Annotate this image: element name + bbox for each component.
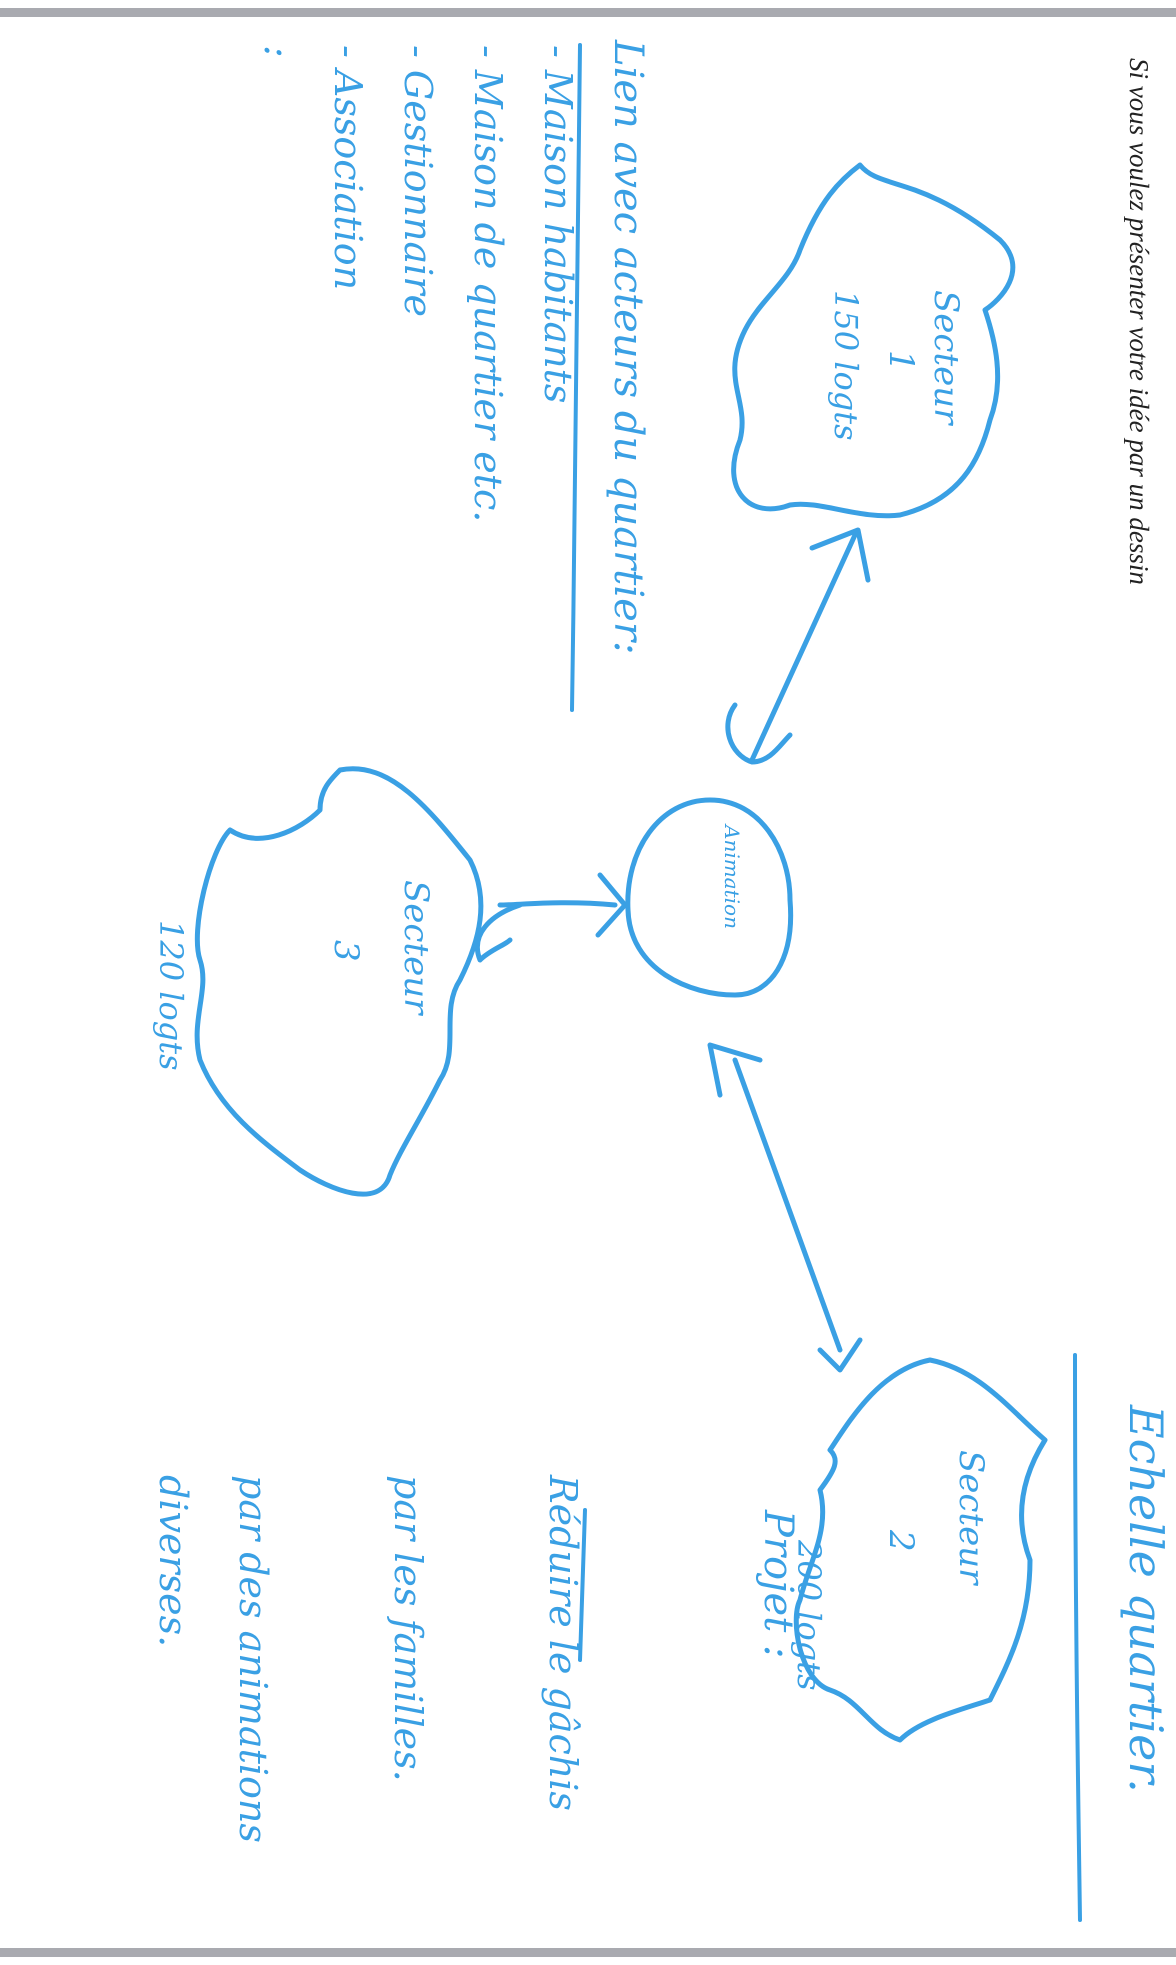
right-note-line: par les familles.	[386, 1475, 430, 1782]
right-notes: Echelle quartier. Projet : Réduire le gâ…	[151, 1353, 1173, 1922]
secteur-2-cloud	[793, 1357, 1048, 1743]
arrow-animation-secteur1	[749, 532, 858, 763]
left-note-item: - Maison de quartier etc.	[466, 45, 510, 522]
secteur-3-number: 3	[326, 940, 366, 962]
left-notes-underline	[570, 43, 582, 712]
animation-label: Animation	[720, 823, 744, 929]
secteur-2-number: 2	[881, 1529, 921, 1552]
left-notes-title: Lien avec acteurs du quartier:	[605, 39, 651, 654]
secteur-3-cloud	[194, 766, 484, 1197]
top-border	[0, 8, 1176, 17]
secteur-3-count: 120 logts	[152, 920, 190, 1071]
arrowhead-animation-bottom	[707, 1042, 763, 1098]
right-notes-title: Echelle quartier.	[1119, 1404, 1173, 1793]
right-notes-subtitle: Projet :	[755, 1509, 801, 1658]
secteur-1-count: 150 logts	[827, 290, 865, 441]
page-caption: Si vous voulez présenter votre idée par …	[1124, 58, 1154, 585]
secteur-1-cloud	[731, 162, 1016, 519]
secteur-3-name: Secteur	[396, 880, 436, 1016]
right-note-line: Réduire le gâchis	[541, 1474, 585, 1811]
arrowhead-secteur2	[817, 1337, 863, 1373]
arrow-animation-secteur3	[497, 900, 618, 908]
ink-layer: Secteur 1 150 logts Animation Secteur 3 …	[151, 39, 1173, 1922]
animation-ellipse	[625, 797, 794, 998]
bottom-border	[0, 1948, 1176, 1957]
left-notes: Lien avec acteurs du quartier: - Maison …	[256, 39, 651, 712]
arrowhead-secteur3	[474, 902, 523, 963]
secteur-1-number: 1	[881, 350, 921, 372]
left-note-item: - Association	[326, 45, 370, 290]
arrowhead-animation-left	[595, 872, 628, 938]
secteur-1-name: Secteur	[926, 290, 966, 426]
right-notes-subtitle-underline	[578, 1508, 587, 1662]
left-note-item: - Maison habitants	[536, 45, 580, 403]
right-notes-underline	[1073, 1353, 1082, 1922]
secteur-2-name: Secteur	[951, 1450, 991, 1586]
left-note-item: - Gestionnaire	[396, 45, 440, 317]
secteur-2-count: 200 logts	[790, 1539, 828, 1691]
right-note-line: par des animations	[231, 1475, 275, 1843]
arrow-animation-secteur2	[732, 1057, 843, 1353]
left-note-item: :	[256, 45, 300, 58]
arrowhead-animation-top	[725, 702, 793, 765]
arrowhead-secteur1	[809, 527, 871, 583]
right-note-line: diverses.	[151, 1475, 195, 1647]
